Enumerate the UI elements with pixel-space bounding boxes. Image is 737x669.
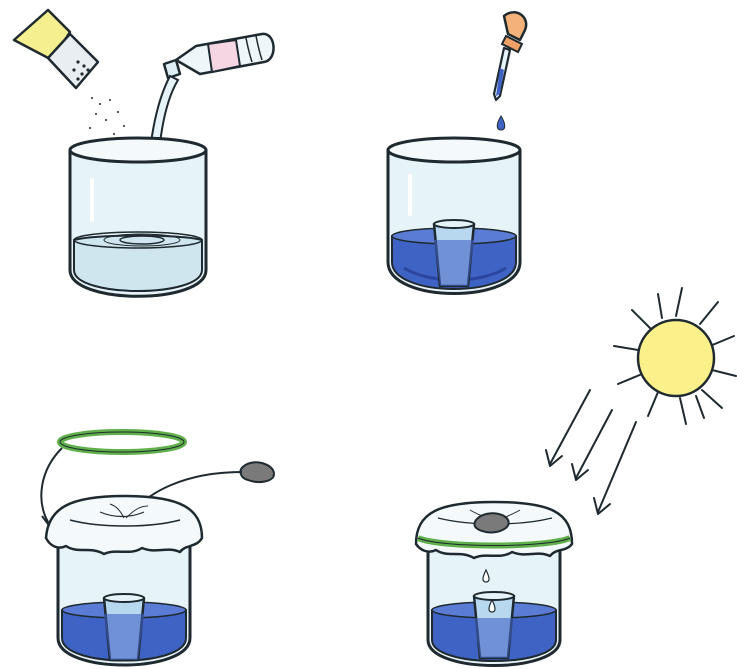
water-bottle-icon [164,34,274,78]
sun-ray-arrow-icon [546,390,636,514]
step-1-illustration [0,0,300,310]
stone-icon [474,513,508,532]
salt-shaker-icon [14,10,98,88]
step-1-panel [0,0,300,310]
sun-icon [614,288,736,424]
step-4-illustration [400,280,737,669]
jar-icon [70,138,206,296]
jar-icon [388,138,520,294]
step-2-panel [370,0,550,310]
plastic-wrap-icon [46,496,202,554]
jar-icon [46,496,202,665]
step-3-panel [30,420,290,669]
jar-icon [416,502,572,666]
step-3-illustration [30,420,290,669]
stone-icon [241,462,274,482]
cup-icon [434,220,474,286]
step-2-illustration [370,0,550,310]
step-4-panel [400,280,737,669]
cup-icon [474,592,514,658]
dropper-icon [494,12,526,100]
cup-icon [104,594,144,660]
